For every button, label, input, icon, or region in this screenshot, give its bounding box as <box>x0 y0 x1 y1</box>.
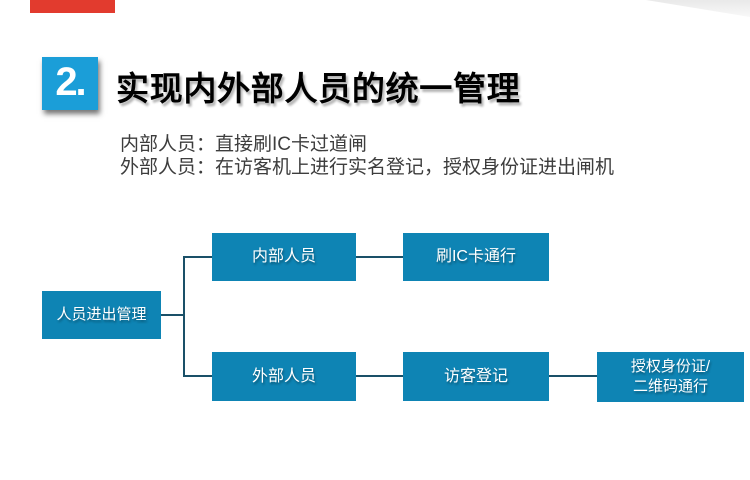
node-personnel-access-management: 人员进出管理 <box>42 291 161 339</box>
description-line-external: 外部人员：在访客机上进行实名登记，授权身份证进出闸机 <box>120 157 615 178</box>
section-number-badge: 2. <box>42 57 98 110</box>
section-number: 2. <box>55 59 86 104</box>
connector-branch-vertical <box>183 256 185 377</box>
node-ic-card-pass: 刷IC卡通行 <box>403 233 549 281</box>
node-visitor-registration: 访客登记 <box>403 352 549 401</box>
description-block: 内部人员：直接刷IC卡过道闸 外部人员：在访客机上进行实名登记，授权身份证进出闸… <box>120 133 614 179</box>
connector-branch-internal <box>183 256 212 258</box>
connector-branch-external <box>183 375 212 377</box>
node-external-personnel: 外部人员 <box>212 352 356 401</box>
node-authorized-id-qr-pass: 授权身份证/ 二维码通行 <box>597 352 744 402</box>
connector-external-to-visitor <box>356 375 403 377</box>
description-line-internal: 内部人员：直接刷IC卡过道闸 <box>120 134 368 155</box>
connector-visitor-to-auth <box>549 375 597 377</box>
slide-title: 实现内外部人员的统一管理 <box>116 70 521 107</box>
connector-root-to-branch <box>161 314 185 316</box>
red-accent-bar <box>30 0 115 13</box>
connector-internal-to-ic <box>356 256 403 258</box>
node-internal-personnel: 内部人员 <box>212 233 356 281</box>
